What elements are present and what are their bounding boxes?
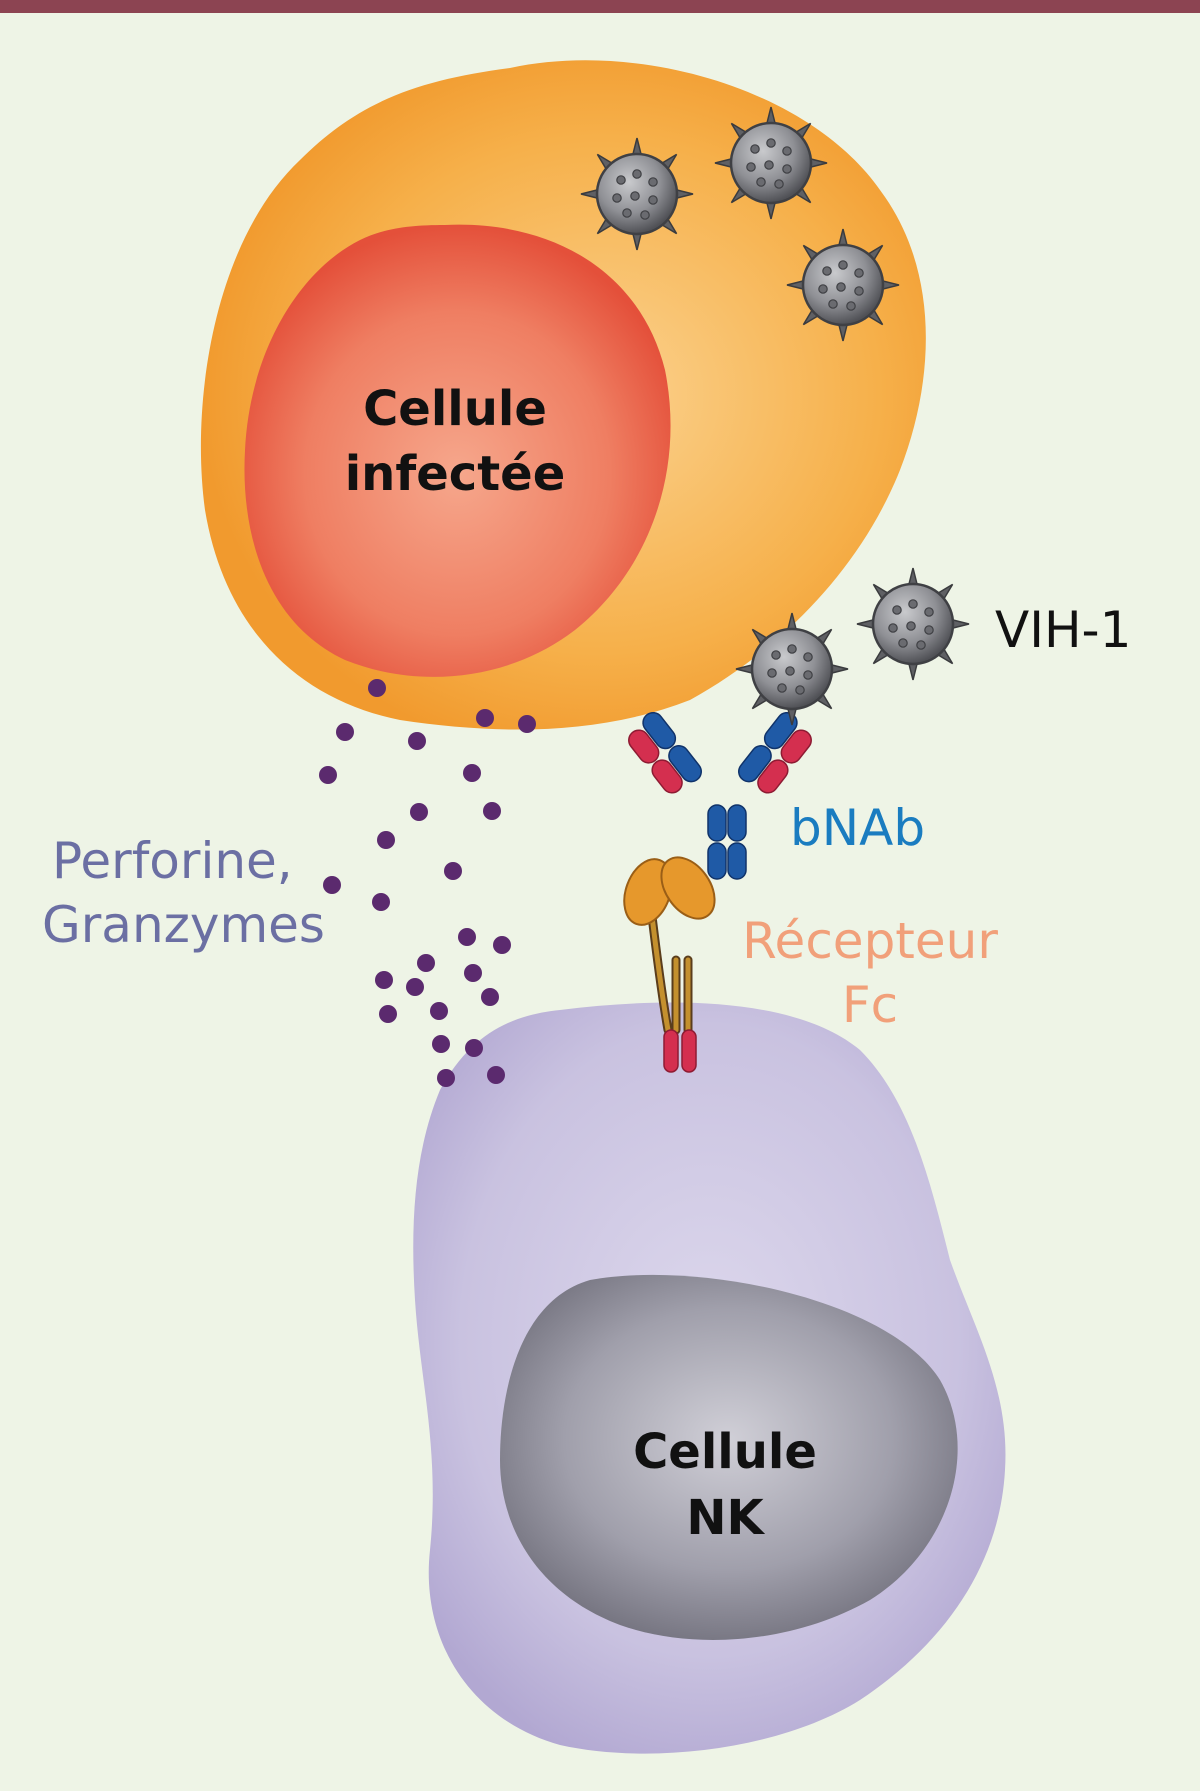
hiv-virion-icon [785,227,901,343]
hiv-virion-icon [855,566,971,682]
infected-cell-nucleus [244,224,671,677]
fc-receptor [623,856,716,1073]
fc-receptor-label-line1: Récepteur [742,912,998,970]
virus-label: VIH-1 [995,601,1131,659]
bnab-label: bNAb [790,799,925,857]
fc-receptor-label-line2: Fc [842,976,898,1034]
nk-cell-label-line2: NK [686,1490,765,1546]
hiv-virion-icon [713,105,829,221]
granules [319,679,536,1087]
hiv-virion-icon [734,611,850,727]
nk-cell-label-line1: Cellule [633,1424,817,1480]
nk-cell: Cellule NK [413,1002,1006,1754]
top-accent-bar [0,0,1200,13]
infected-cell-label-line2: infectée [345,446,566,502]
infected-cell: Cellule infectée [200,60,926,730]
nk-cell-nucleus [500,1274,958,1640]
bnab-antibody [628,711,812,880]
infected-cell-label-line1: Cellule [363,381,547,437]
granules-label-line1: Perforine, [52,832,293,890]
granules-label-line2: Granzymes [42,896,325,954]
hiv-virion-icon [579,136,695,252]
